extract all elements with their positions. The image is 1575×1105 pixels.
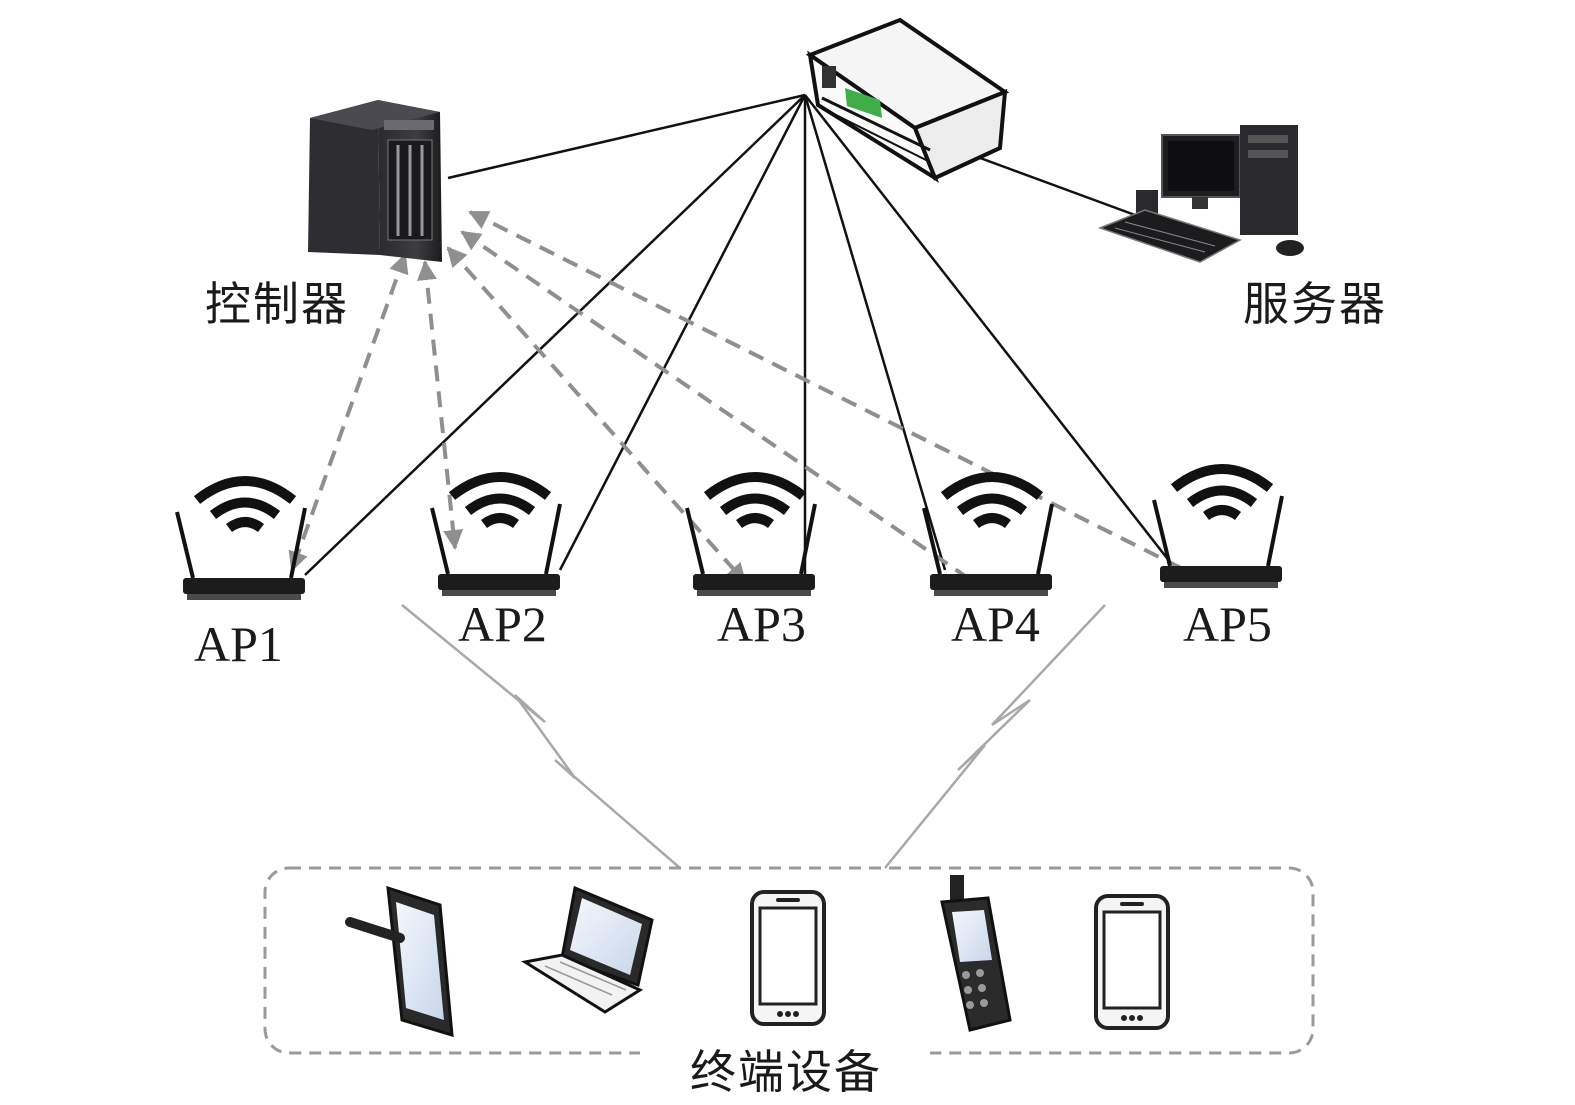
wireless-router-icon [685, 472, 817, 596]
control-link-ap1 [288, 253, 409, 572]
smartphone-icon [750, 890, 826, 1026]
network-switch-icon [805, 17, 1010, 183]
wireless-router-icon [922, 472, 1054, 596]
wireless-router-icon [1152, 464, 1284, 588]
feature-phone-icon [940, 875, 1012, 1032]
control-links [288, 210, 1186, 584]
terminal-devices-label: 终端设备 [690, 1045, 882, 1099]
smartphone-icon [1094, 894, 1170, 1030]
wireless-links [401, 604, 1106, 869]
desktop-computer-icon [1097, 125, 1304, 263]
tablet-icon [345, 885, 454, 1038]
server-label: 服务器 [1243, 277, 1387, 331]
ap5-label: AP5 [1183, 596, 1272, 652]
laptop-icon [520, 885, 654, 1014]
access-points [175, 464, 1284, 600]
wireless-router-icon [175, 476, 307, 600]
link-switch-ap4 [803, 94, 947, 571]
control-link-ap4 [460, 230, 970, 580]
link-switch-server [971, 153, 1136, 217]
wireless-router-icon [430, 472, 562, 596]
link-switch-controller [447, 93, 806, 180]
controller-label: 控制器 [205, 277, 349, 331]
control-link-ap3 [446, 246, 747, 584]
ap3-label: AP3 [717, 596, 806, 652]
ap2-label: AP2 [458, 596, 547, 652]
control-link-ap2 [416, 260, 464, 550]
control-link-ap5 [468, 210, 1186, 572]
tower-server-icon [308, 100, 442, 262]
ap4-label: AP4 [951, 596, 1040, 652]
link-switch-ap5 [804, 94, 1171, 563]
wireless-link-left [401, 604, 681, 869]
ap1-label: AP1 [194, 616, 283, 672]
wireless-link-right [884, 604, 1106, 869]
